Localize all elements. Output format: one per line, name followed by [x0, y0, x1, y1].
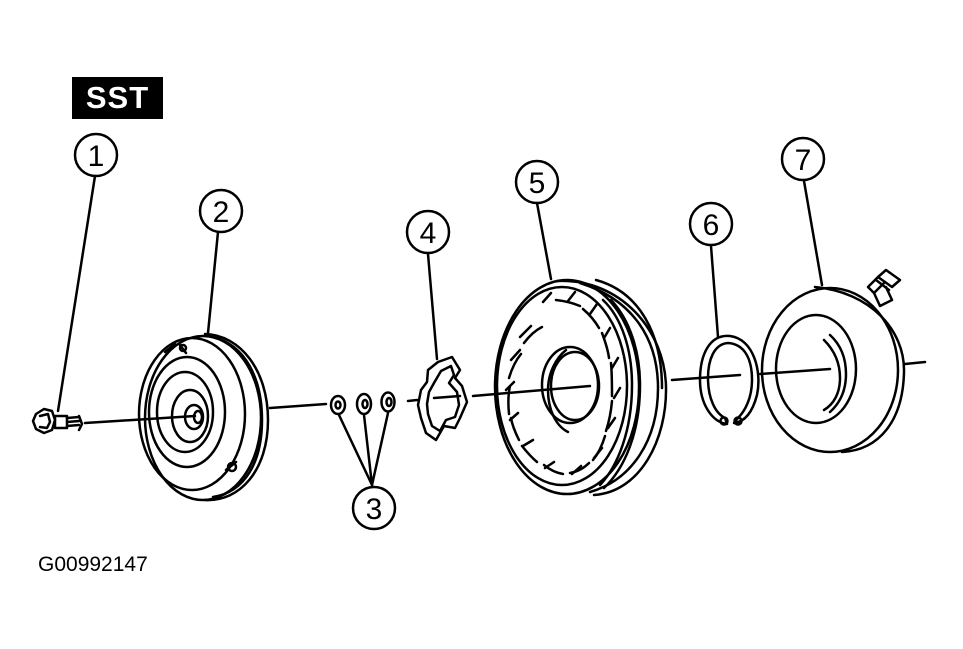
callout-4: 4 [405, 209, 451, 255]
callout-1-label: 1 [88, 140, 105, 173]
part-spacer [416, 355, 469, 442]
figure-code: G00992147 [38, 553, 148, 576]
callout-2-label: 2 [213, 196, 230, 229]
callout-3: 3 [351, 485, 397, 531]
part-bolt [31, 407, 84, 435]
callout-1: 1 [73, 132, 119, 178]
part-snap-ring [698, 334, 760, 426]
callout-2: 2 [198, 188, 244, 234]
callout-7: 7 [780, 136, 826, 182]
callout-7-label: 7 [795, 144, 812, 177]
callout-5-label: 5 [529, 167, 546, 200]
callout-6: 6 [688, 201, 734, 247]
callout-6-label: 6 [703, 209, 720, 242]
sst-badge-label: SST [85, 80, 150, 115]
part-pulley [493, 278, 668, 497]
callout-5: 5 [514, 159, 560, 205]
part-field-coil [760, 268, 906, 454]
part-pressure-plate [137, 332, 270, 502]
callout-4-label: 4 [420, 217, 437, 250]
sst-badge: SST [72, 77, 163, 119]
leader-lines [56, 174, 824, 487]
callouts: 1 2 3 4 5 6 7 [73, 132, 826, 531]
part-shims [329, 391, 396, 416]
callout-3-label: 3 [366, 493, 383, 526]
